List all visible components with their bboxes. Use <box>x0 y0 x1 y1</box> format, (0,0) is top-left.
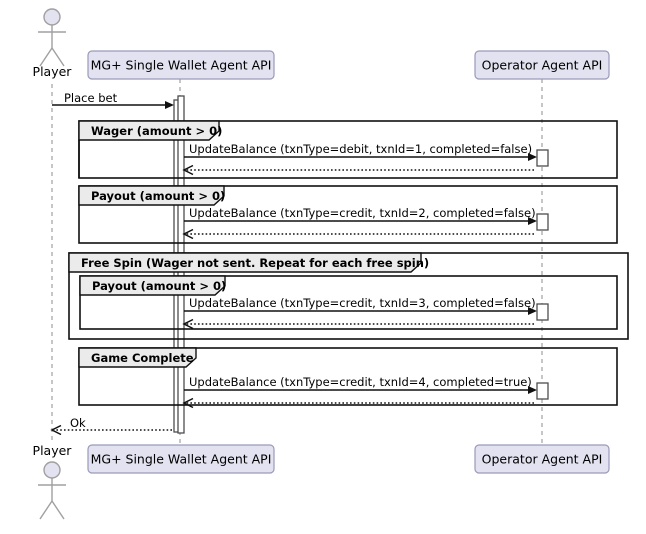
arrowhead-return-3 <box>182 318 194 330</box>
fragment-label-free-spin: Free Spin (Wager not sent. Repeat for ea… <box>81 256 429 270</box>
arrowhead-update-1 <box>528 153 537 161</box>
arrowhead-return-2 <box>182 228 194 240</box>
arrowhead-return-4 <box>182 397 194 409</box>
actor-player-bottom[interactable]: Player <box>33 443 73 520</box>
message-update-balance-4[interactable]: UpdateBalance (txnType=credit, txnId=4, … <box>182 375 549 409</box>
participant-operator-top[interactable]: Operator Agent API <box>474 50 610 80</box>
actor-leg-right-icon <box>51 47 65 67</box>
arrowhead-update-2 <box>528 217 537 225</box>
fragment-box-payout-2 <box>79 275 618 330</box>
fragment-header-payout-2 <box>79 275 226 296</box>
fragment-label-payout-2: Payout (amount > 0) <box>92 279 226 293</box>
arrowhead-return-1 <box>182 164 194 176</box>
participant-box-operator-bottom[interactable] <box>474 444 610 474</box>
activation-bar-operator-3 <box>536 303 549 321</box>
actor-label-player-top: Player <box>33 64 73 79</box>
fragment-header-game-complete <box>78 347 197 368</box>
activation-bar-operator-4 <box>536 382 549 400</box>
message-update-balance-3[interactable]: UpdateBalance (txnType=credit, txnId=3, … <box>182 296 549 330</box>
participant-label-operator-top: Operator Agent API <box>482 58 603 73</box>
fragment-header-wager <box>78 120 220 141</box>
fragment-header-free-spin <box>68 252 422 273</box>
message-label-update-3: UpdateBalance (txnType=credit, txnId=3, … <box>189 296 536 310</box>
actor-head-icon <box>43 8 61 26</box>
message-label-update-4: UpdateBalance (txnType=credit, txnId=4, … <box>189 375 532 389</box>
fragment-box-payout-1 <box>78 185 618 244</box>
participant-label-mgplus-bottom: MG+ Single Wallet Agent API <box>91 452 272 467</box>
fragment-label-wager: Wager (amount > 0) <box>91 124 222 138</box>
fragment-box-game-complete <box>78 347 618 406</box>
actor-player-top[interactable]: Player <box>33 8 73 79</box>
activation-bar-operator-2 <box>536 213 549 231</box>
message-label-update-1: UpdateBalance (txnType=debit, txnId=1, c… <box>189 142 532 156</box>
actor-leg-left-icon-bottom <box>39 500 53 520</box>
arrowhead-update-4 <box>528 386 537 394</box>
actor-head-icon-bottom <box>43 461 61 479</box>
participant-box-mgplus-top[interactable] <box>87 50 275 80</box>
message-update-balance-2[interactable]: UpdateBalance (txnType=credit, txnId=2, … <box>182 206 549 240</box>
activation-bar-operator-1 <box>536 149 549 167</box>
participant-mgplus-bottom[interactable]: MG+ Single Wallet Agent API <box>87 444 275 474</box>
message-label-update-2: UpdateBalance (txnType=credit, txnId=2, … <box>189 206 536 220</box>
participant-box-operator-top[interactable] <box>474 50 610 80</box>
message-update-balance-1[interactable]: UpdateBalance (txnType=debit, txnId=1, c… <box>182 142 549 176</box>
actor-leg-left-icon <box>39 47 53 67</box>
participant-box-mgplus-bottom[interactable] <box>87 444 275 474</box>
fragment-wager[interactable]: Wager (amount > 0) <box>78 120 618 179</box>
fragment-payout-2[interactable]: Payout (amount > 0) <box>79 275 618 330</box>
fragment-payout-1[interactable]: Payout (amount > 0) <box>78 185 618 244</box>
fragment-free-spin[interactable]: Free Spin (Wager not sent. Repeat for ea… <box>68 252 629 340</box>
message-label-ok: Ok <box>70 416 86 430</box>
arrowhead-update-3 <box>528 307 537 315</box>
participant-label-mgplus-top: MG+ Single Wallet Agent API <box>91 58 272 73</box>
fragment-game-complete[interactable]: Game Complete <box>78 347 618 406</box>
fragment-label-game-complete: Game Complete <box>91 351 194 365</box>
arrowhead-ok <box>50 424 62 436</box>
fragment-header-payout-1 <box>78 185 225 206</box>
fragment-label-payout-1: Payout (amount > 0) <box>91 189 225 203</box>
message-label-place-bet: Place bet <box>64 91 118 105</box>
actor-label-player-bottom: Player <box>33 443 73 458</box>
participant-operator-bottom[interactable]: Operator Agent API <box>474 444 610 474</box>
message-ok[interactable]: Ok <box>50 416 172 436</box>
participant-mgplus-top[interactable]: MG+ Single Wallet Agent API <box>87 50 275 80</box>
arrowhead-place-bet <box>165 101 174 109</box>
message-place-bet[interactable]: Place bet <box>52 91 174 109</box>
actor-leg-right-icon-bottom <box>51 500 65 520</box>
participant-label-operator-bottom: Operator Agent API <box>482 452 603 467</box>
